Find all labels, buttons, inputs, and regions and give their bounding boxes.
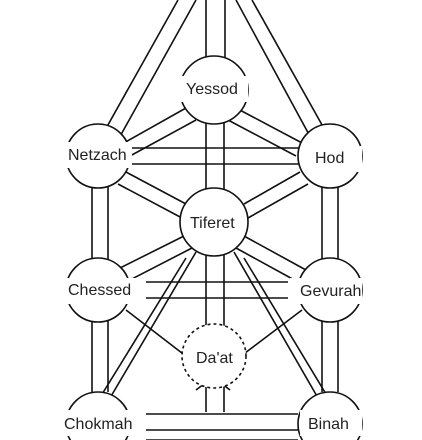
path-tiferet-gevurah [235,235,307,283]
path-netzach-chessed [91,186,109,262]
sephirot-labels: Yessod Netzach Hod Tiferet Chessed Gevur… [58,76,362,436]
path-yessod-hod [227,107,305,157]
binah-label: Binah [308,416,349,433]
path-gevurah-binah [321,320,339,392]
path-tiferet-chokmah [95,251,197,405]
tiferet-label: Tiferet [190,215,235,232]
path-hod-tiferet [243,171,309,219]
hod-label: Hod [315,150,344,167]
yessod-label: Yessod [186,81,238,98]
path-yessod-netzach [121,107,197,157]
path-chokmah-binah [146,413,298,440]
path-netzach-hod [130,147,300,165]
netzach-label: Netzach [68,147,127,164]
chessed-label: Chessed [68,282,131,299]
gevurah-label: Gevurah [300,283,361,300]
path-yessod-tiferet [205,118,225,196]
path-top-right-diagonal [235,0,327,141]
path-top-left-diagonal [103,0,197,141]
sephirot-circles [65,55,363,440]
path-netzach-tiferet [117,171,187,219]
daat-label: Da'at [196,350,233,367]
path-hod-gevurah [321,186,339,262]
path-tiferet-chessed [115,235,193,283]
path-tiferet-binah [233,251,333,405]
path-chessed-chokmah [91,320,109,392]
chokmah-label: Chokmah [64,416,132,433]
